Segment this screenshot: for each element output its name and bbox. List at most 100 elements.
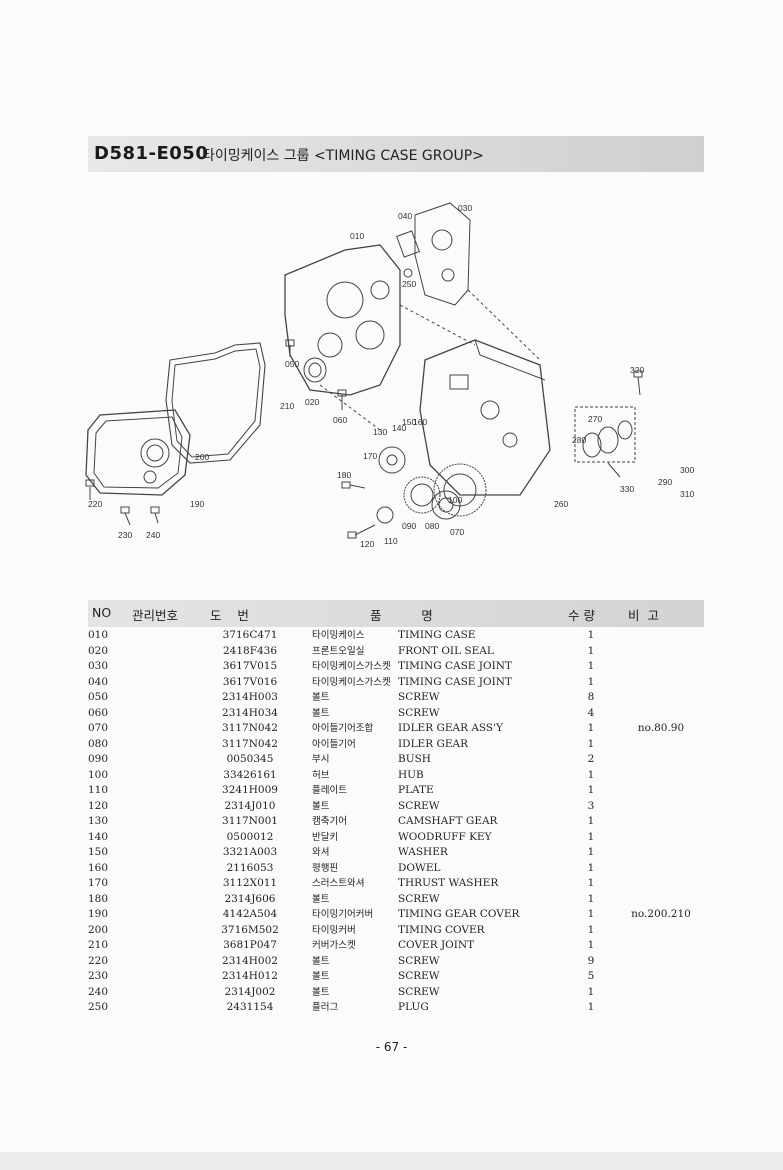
- row-quantity: 1: [587, 784, 595, 796]
- row-quantity: 1: [587, 644, 595, 657]
- callout-160: 160: [413, 417, 427, 427]
- row-no: 090: [88, 753, 109, 765]
- header-remark: 비 고: [628, 608, 659, 623]
- row-name-korean: 플러그: [312, 1002, 339, 1013]
- row-no: 150: [88, 846, 109, 858]
- callout-130: 130: [373, 427, 387, 437]
- row-quantity: 9: [587, 954, 595, 967]
- callout-270: 270: [588, 414, 602, 424]
- callout-110: 110: [384, 536, 398, 546]
- row-name-korean: 프론트오일실: [312, 645, 365, 657]
- row-quantity: 1: [587, 892, 595, 905]
- row-name-korean: 타이밍케이스가스켓: [312, 661, 391, 672]
- row-name-english: TIMING GEAR COVER: [398, 908, 520, 920]
- callout-240: 240: [146, 530, 160, 540]
- callout-330: 330: [620, 484, 634, 494]
- row-no: 240: [88, 985, 109, 998]
- row-part-number: 3117N001: [222, 815, 278, 827]
- callout-180: 180: [337, 470, 351, 480]
- row-quantity: 1: [587, 985, 595, 998]
- row-no: 020: [88, 644, 109, 657]
- header-name: 품 명: [370, 608, 433, 623]
- row-no: 100: [88, 768, 109, 781]
- row-name-korean: 타이밍케이스: [312, 630, 365, 641]
- row-no: 010: [88, 629, 109, 641]
- callout-300: 300: [680, 465, 694, 475]
- callout-140: 140: [392, 423, 406, 433]
- row-quantity: 1: [587, 846, 595, 858]
- row-no: 030: [88, 660, 109, 672]
- callout-090: 090: [402, 521, 416, 531]
- row-no: 190: [88, 908, 109, 920]
- row-quantity: 1: [587, 815, 595, 827]
- row-part-number: 3716C471: [222, 629, 278, 641]
- row-quantity: 1: [587, 660, 595, 672]
- row-no: 070: [88, 722, 109, 734]
- row-name-english: TIMING COVER: [398, 923, 485, 936]
- row-name-english: PLUG: [398, 1001, 429, 1013]
- row-no: 160: [88, 861, 109, 874]
- row-no: 050: [88, 691, 109, 703]
- row-name-english: PLATE: [398, 784, 434, 796]
- row-part-number: 3321A003: [222, 846, 278, 858]
- callout-170: 170: [363, 451, 377, 461]
- callout-150: 150: [402, 417, 416, 427]
- row-name-korean: 타이밍커버: [312, 924, 356, 936]
- row-name-korean: 볼트: [312, 986, 330, 998]
- row-no: 170: [88, 877, 109, 889]
- row-part-number: 2314H002: [222, 954, 278, 967]
- row-no: 120: [88, 799, 109, 812]
- row-name-english: IDLER GEAR ASS'Y: [398, 722, 503, 734]
- row-quantity: 2: [587, 753, 595, 765]
- row-part-number: 33426161: [223, 768, 277, 781]
- row-quantity: 1: [587, 629, 595, 641]
- row-name-english: COVER JOINT: [398, 939, 475, 951]
- row-no: 140: [88, 830, 109, 843]
- row-name-english: WOODRUFF KEY: [398, 830, 492, 843]
- callout-250: 250: [402, 279, 416, 289]
- section-title: 타이밍케이스 그룹 <TIMING CASE GROUP>: [202, 148, 484, 164]
- row-name-korean: 볼트: [312, 955, 330, 967]
- row-part-number: 2314J606: [224, 892, 276, 905]
- header-qty: 수 량: [568, 608, 595, 623]
- row-quantity: 1: [587, 908, 595, 920]
- row-remark: no.80.90: [637, 722, 685, 734]
- row-quantity: 8: [587, 691, 595, 703]
- callout-070: 070: [450, 527, 464, 537]
- callout-280: 280: [572, 435, 586, 445]
- row-no: 080: [88, 737, 109, 750]
- row-part-number: 3716M502: [221, 923, 279, 936]
- row-part-number: 0500012: [226, 830, 274, 843]
- callout-050: 050: [285, 359, 299, 369]
- row-part-number: 2314J002: [224, 985, 276, 998]
- section-title-bar: D581-E050 타이밍케이스 그룹 <TIMING CASE GROUP>: [88, 136, 704, 172]
- header-drawing: 도 번: [210, 608, 249, 623]
- row-part-number: 2314H012: [222, 970, 278, 982]
- row-name-english: SCREW: [398, 799, 440, 812]
- row-name-korean: 허브: [312, 769, 330, 781]
- row-quantity: 1: [587, 861, 595, 874]
- row-name-english: TIMING CASE JOINT: [398, 660, 512, 672]
- row-name-english: SCREW: [398, 970, 440, 982]
- row-name-korean: 평행핀: [312, 862, 339, 874]
- row-name-korean: 플레이트: [312, 785, 347, 796]
- row-name-korean: 아이들기어조합: [312, 723, 374, 734]
- row-quantity: 1: [587, 722, 595, 734]
- row-quantity: 1: [587, 1001, 595, 1013]
- callout-310: 310: [680, 489, 694, 499]
